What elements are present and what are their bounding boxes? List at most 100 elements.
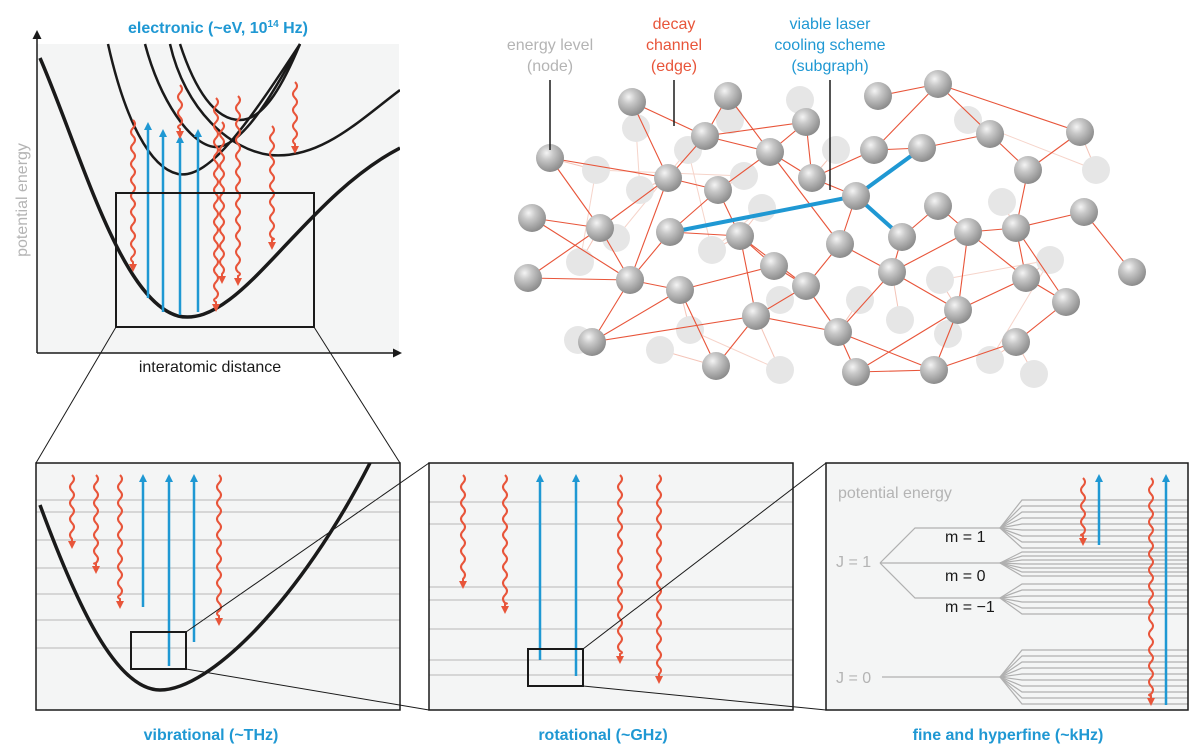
zoom-box-vibrational [130,631,187,670]
decay-arrow [616,474,624,664]
faded-node [822,136,850,164]
hyperfine-line [999,597,1188,603]
faded-node [766,356,794,384]
m1-label: m = 1 [945,529,986,546]
energy-level-node [756,138,784,166]
hyperfine-line [999,595,1188,599]
hyperfine-line [999,511,1188,529]
faded-node [730,162,758,190]
energy-level-node [1066,118,1094,146]
energy-level-node [726,222,754,250]
x-axis-label: interatomic distance [139,359,281,376]
energy-level-node [954,218,982,246]
decay-arrow [215,474,223,626]
hyperfine-line [999,527,1188,549]
faded-node [716,106,744,134]
hyperfine-panel: potential energy J = 1 J = 0 m = 1 m = 0… [825,462,1189,744]
energy-level-node [888,223,916,251]
energy-level-node [798,164,826,192]
energy-level-node [536,144,564,172]
faded-node [676,316,704,344]
node-label-1: energy level [507,37,593,54]
hyperfine-line [999,551,1188,564]
decay-edge [549,157,669,179]
decay-arrow [655,474,663,684]
faded-edge [689,329,781,371]
excited-curve-1 [106,43,302,176]
hyperfine-line [999,559,1188,564]
electronic-title: electronic (~eV, 1014 Hz) [128,19,308,37]
vibrational-frame [35,462,401,711]
decay-edge [769,151,841,245]
hyperfine-line [999,597,1188,615]
node-label-2: (node) [527,58,573,75]
faded-node [988,188,1016,216]
energy-level-node [824,318,852,346]
energy-level-node [714,82,742,110]
decay-arrows [1079,477,1155,706]
decay-arrow [116,474,124,609]
decay-edge [855,309,959,373]
hyperfine-line [999,676,1188,687]
hyperfine-line [999,649,1188,678]
decay-edge [933,341,1017,371]
edge-label-2: channel [646,37,702,54]
faded-edge [687,149,713,251]
hyperfine-caption: fine and hyperfine (~kHz) [913,727,1104,744]
vibrational-panel: vibrational (~THz) [35,462,401,744]
energy-level-node [920,356,948,384]
energy-level-node [792,272,820,300]
decay-edge [531,217,631,281]
rotational-frame [428,462,794,711]
decay-arrow [459,474,467,589]
faded-node [954,106,982,134]
vibrational-caption: vibrational (~THz) [144,727,279,744]
faded-node [698,236,726,264]
faded-edge [989,259,1051,361]
excited-curve-4 [178,43,302,122]
energy-level-node [1118,258,1146,286]
decay-edge [599,177,669,229]
energy-level-node [742,302,770,330]
j1-label: J = 1 [836,554,871,571]
hyperfine-line [999,676,1188,693]
j0-label: J = 0 [836,670,871,687]
zoom-connector [35,326,117,464]
hyperfine-line [999,562,1188,573]
hyperfine-line [999,499,1188,529]
decay-arrow [1079,477,1087,546]
energy-level-node [656,218,684,246]
decay-edge [591,315,757,343]
hyperfine-line [999,676,1188,681]
decay-arrows [68,474,223,626]
y-axis-label: potential energy [14,143,31,257]
decay-arrow [1147,477,1155,706]
faded-edge [579,169,597,263]
excited-curve-2 [143,43,302,149]
energy-level-node [1014,156,1042,184]
hyperfine-line [999,676,1188,699]
energy-level-node [760,252,788,280]
energy-level-node [1002,328,1030,356]
faded-node [786,86,814,114]
hyperfine-line [999,655,1188,678]
decay-arrow [291,81,299,154]
decay-arrow [268,125,276,250]
ground-state-curve [38,57,400,319]
decay-edge [549,157,601,229]
edge-label-3: (edge) [651,58,697,75]
decay-edge [679,265,775,291]
faded-node [566,248,594,276]
subgraph-label-2: cooling scheme [774,37,885,54]
decay-edge [704,121,807,137]
energy-level-nodes [514,70,1146,386]
decay-edge [873,83,939,151]
hyperfine-line [999,667,1188,678]
decay-edge [937,83,1081,133]
decay-edge [631,101,669,179]
faded-node [846,286,874,314]
hyperfine-line [999,676,1188,705]
hyperfine-line [999,517,1188,529]
hyperfine-line [999,583,1188,599]
